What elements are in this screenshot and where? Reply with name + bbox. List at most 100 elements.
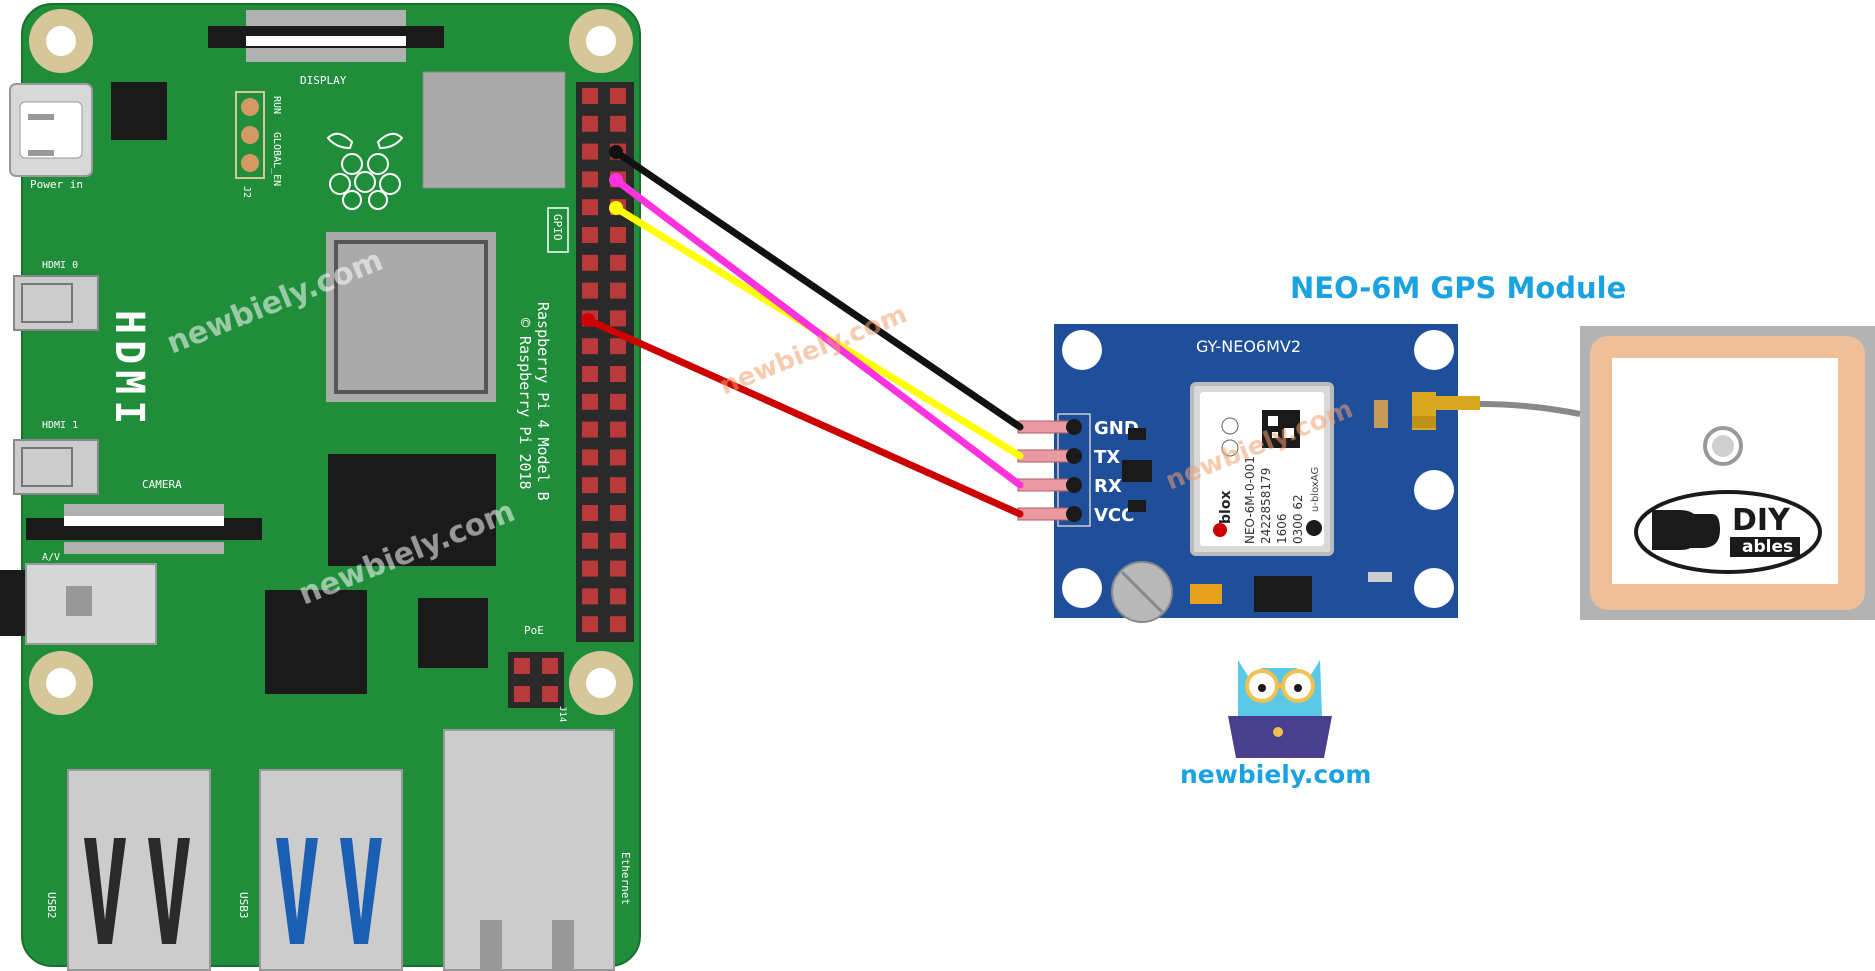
camera-label: CAMERA [142, 478, 182, 491]
hdmi-label: HDMI [106, 310, 152, 430]
poe-label: PoE [524, 624, 544, 637]
gpio-pin [582, 227, 598, 243]
gps-pin-vcc [1017, 507, 1075, 521]
gps-antenna: DIY ables [1580, 326, 1875, 620]
ram-chip [328, 454, 496, 566]
gpio-pin [582, 282, 598, 299]
gps-pin-label-rx: RX [1094, 476, 1122, 497]
raspberry-pi-board: DISPLAY Power in RUN GLOBAL_EN J2 [0, 3, 641, 971]
diyables-logo: DIY ables [1634, 490, 1822, 574]
tantalum-cap [1190, 584, 1222, 604]
gpio-pin [582, 393, 598, 410]
usb3-port: USB3 [237, 769, 403, 971]
gps-pin-hole [1066, 477, 1082, 493]
usb2-label: USB2 [45, 892, 58, 919]
gpio-pin [582, 477, 598, 494]
wire-rx [612, 176, 1024, 489]
gps-pin-rx [1017, 478, 1075, 492]
power-label: Power in [30, 178, 83, 191]
gpio-pin [610, 88, 626, 104]
ufl-connector [1412, 392, 1480, 430]
wire-end-tx [609, 201, 623, 215]
usb-controller-chip [265, 590, 367, 694]
wire-vcc [584, 316, 1024, 518]
resistor [1368, 572, 1392, 582]
power-connector: Power in [9, 83, 93, 191]
gps-pin-hole [1066, 448, 1082, 464]
display-connector: DISPLAY [208, 10, 444, 87]
gps-chip-line: 2422858179 [1259, 468, 1273, 544]
gps-pin-hole [1066, 506, 1082, 522]
wire-end-gnd [609, 145, 623, 159]
gpio-pin [582, 171, 598, 188]
hdmi0-label: HDMI 0 [42, 260, 78, 271]
gpio-pin [610, 421, 626, 438]
gpio-pin [582, 588, 598, 605]
run-label: RUN [271, 96, 282, 114]
gpio-pin [582, 505, 598, 521]
backup-battery [1111, 561, 1173, 623]
gpio-pin [582, 366, 598, 382]
gpio-pin [582, 560, 598, 577]
brand-caption: newbiely.com [1180, 760, 1371, 789]
ethernet-label: Ethernet [619, 852, 632, 905]
j2-label: J2 [241, 186, 252, 198]
av-label: A/V [42, 552, 60, 563]
pi-copyright-label: © Raspberry Pi 2018 [516, 318, 534, 490]
gpio-pin [610, 338, 626, 355]
gps-chip-line: 0300 62 [1291, 494, 1305, 544]
gpio-pin [582, 532, 598, 549]
watermark-3: newbiely.com [715, 299, 911, 401]
gpio-pin [610, 532, 626, 549]
gpio-pin [610, 560, 626, 577]
gps-pin-tx [1017, 449, 1075, 463]
gpio-pin [582, 143, 598, 160]
gps-chip-side: u-bloxAG [1310, 467, 1321, 512]
run-header: RUN GLOBAL_EN J2 [235, 91, 282, 198]
wires [581, 145, 1024, 518]
gpio-pin [610, 505, 626, 521]
module-title: NEO-6M GPS Module [1290, 271, 1626, 305]
small-ic-2 [1128, 428, 1146, 440]
gpio-pin [582, 115, 598, 132]
wire-end-vcc [581, 313, 595, 327]
gpio-pin [610, 477, 626, 494]
hdmi-ports: HDMI 0 HDMI 1 HDMI [13, 260, 152, 495]
gpio-pin [582, 616, 598, 633]
owl-mascot-icon [1228, 660, 1332, 758]
gps-pin-label-vcc: VCC [1094, 505, 1134, 526]
gpio-pin [582, 88, 598, 104]
gps-pin-hole [1066, 419, 1082, 435]
gpio-pin [582, 254, 598, 271]
gpio-pin [582, 338, 598, 355]
gpio-pin [582, 449, 598, 466]
poe-header: PoE J14 [508, 624, 567, 722]
wifi-shield [422, 71, 566, 189]
chip-small-2 [418, 598, 488, 668]
gpio-pin [610, 227, 626, 243]
gps-pin-label-gnd: GND [1094, 418, 1139, 439]
ethernet-port: Ethernet [443, 729, 632, 971]
wire-end-rx [609, 173, 623, 187]
camera-connector: CAMERA [26, 478, 262, 554]
usb2-port: USB2 [45, 769, 211, 971]
gps-board-name: GY-NEO6MV2 [1196, 337, 1301, 356]
gpio-pin [610, 282, 626, 299]
pi-model-label: Raspberry Pi 4 Model B [534, 302, 552, 501]
logo-top: DIY [1732, 503, 1791, 538]
chip-small [111, 82, 167, 140]
gps-pin-header [1057, 413, 1091, 527]
gps-chip-brand: blox [1218, 491, 1234, 524]
gps-chip-line: NEO-6M-0-001 [1243, 456, 1257, 544]
regulator-chip [1254, 576, 1312, 612]
hdmi1-label: HDMI 1 [42, 420, 78, 431]
gpio-pin [610, 393, 626, 410]
display-label: DISPLAY [300, 74, 347, 87]
logo-bottom: ables [1742, 537, 1793, 557]
gpio-pin [582, 421, 598, 438]
